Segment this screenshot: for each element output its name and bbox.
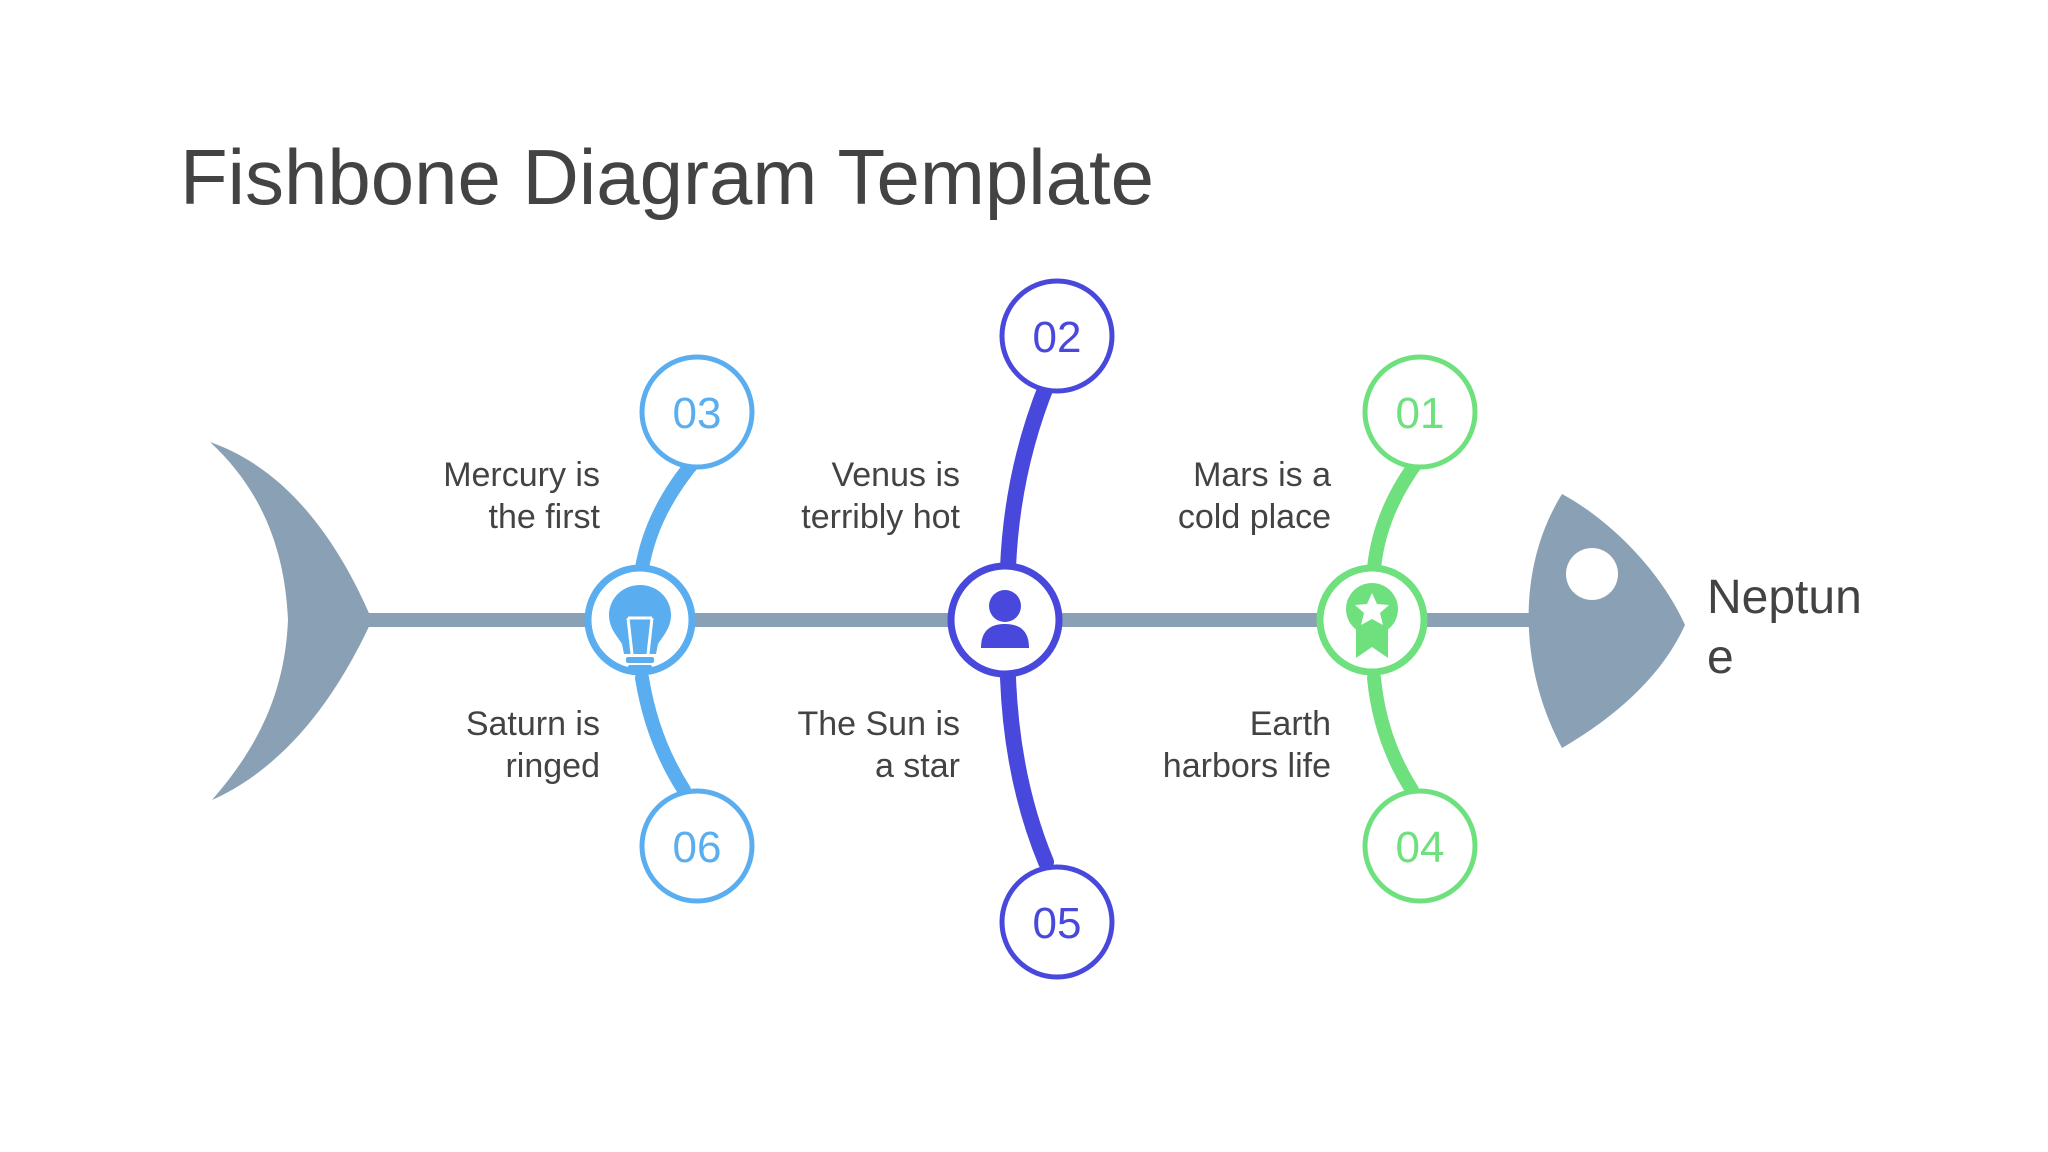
cause-label-02-line1: Venus is	[831, 456, 960, 494]
bone-bottom-04	[1367, 671, 1419, 797]
effect-label-line1: Neptun	[1707, 571, 1862, 624]
page-title: Fishbone Diagram Template	[180, 133, 1155, 221]
cause-number-03: 03	[673, 389, 722, 438]
cause-label-05-line2: a star	[874, 747, 960, 785]
cause-label-01-line2: cold place	[1177, 498, 1331, 536]
cause-label-01-line1: Mars is a	[1193, 456, 1331, 494]
hub-user	[947, 562, 1063, 678]
hub-award	[1316, 564, 1428, 676]
bone-top-01	[1367, 451, 1427, 575]
cause-label-03: Mercury is the first	[280, 454, 600, 538]
cause-label-04-line1: Earth	[1249, 705, 1331, 743]
cause-number-01: 01	[1396, 389, 1445, 438]
cause-label-02: Venus is terribly hot	[640, 454, 960, 538]
effect-label: Neptun e	[1707, 568, 1862, 688]
cause-label-05: The Sun is a star	[640, 703, 960, 787]
cause-label-04-line2: harbors life	[1162, 747, 1331, 785]
cause-number-06: 06	[673, 823, 722, 872]
cause-badge-05: 05	[999, 864, 1115, 980]
cause-label-06: Saturn is ringed	[280, 703, 600, 787]
cause-badge-02: 02	[999, 278, 1115, 394]
cause-badge-03: 03	[639, 354, 755, 470]
cause-number-02: 02	[1033, 313, 1082, 362]
effect-label-line2: e	[1707, 631, 1734, 684]
fish-head	[1528, 494, 1685, 748]
cause-label-06-line2: ringed	[505, 747, 600, 785]
bone-top-03	[635, 451, 704, 575]
award-badge-icon	[1346, 583, 1398, 658]
cause-label-05-line1: The Sun is	[797, 705, 960, 743]
cause-label-01: Mars is a cold place	[1011, 454, 1331, 538]
fish-tail	[210, 442, 372, 800]
cause-badge-01: 01	[1362, 354, 1478, 470]
cause-number-05: 05	[1033, 899, 1082, 948]
cause-label-03-line2: the first	[488, 498, 600, 536]
cause-number-04: 04	[1396, 823, 1445, 872]
user-icon	[981, 590, 1029, 648]
cause-label-06-line1: Saturn is	[465, 705, 600, 743]
cause-label-03-line1: Mercury is	[443, 456, 600, 494]
cause-label-04: Earth harbors life	[1011, 703, 1331, 787]
fish-eye	[1566, 548, 1618, 600]
bone-bottom-06	[635, 671, 691, 797]
bone-bottom-05	[1000, 670, 1054, 870]
hub-lightbulb	[584, 564, 696, 676]
bone-top-02	[1000, 374, 1056, 576]
lightbulb-icon	[609, 585, 671, 671]
cause-badge-04: 04	[1362, 788, 1478, 904]
cause-badge-06: 06	[639, 788, 755, 904]
cause-label-02-line2: terribly hot	[801, 498, 960, 536]
